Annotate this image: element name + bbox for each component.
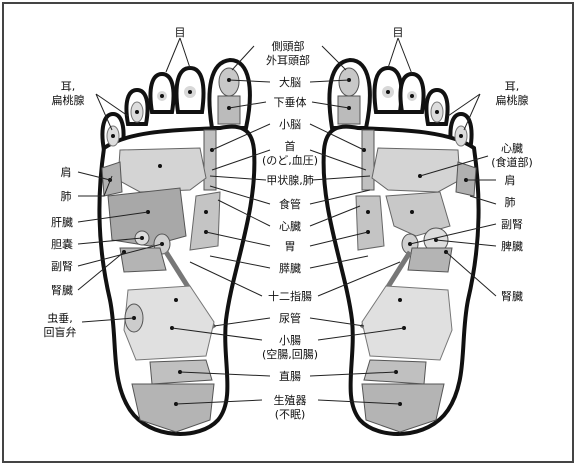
right-lung-zone xyxy=(372,148,460,192)
label-stomach: 胃 xyxy=(285,240,296,253)
label-right-heart-sub: (食道部) xyxy=(491,155,533,169)
label-duodenum: 十二指腸 xyxy=(268,289,312,303)
label-cerebellum: 小脳 xyxy=(279,118,301,131)
label-right-heart: 心臓 xyxy=(501,142,523,155)
label-right-kidney: 腎臓 xyxy=(501,290,523,303)
right-stomach-zone xyxy=(356,196,384,250)
left-neck-zone xyxy=(204,130,216,190)
label-left-adrenal: 副腎 xyxy=(51,260,73,273)
label-top-line1: 側頭部 xyxy=(272,39,305,53)
label-small-intestine: 小腸 xyxy=(279,334,301,347)
label-right-lung: 肺 xyxy=(505,196,516,209)
label-eye-left: 目 xyxy=(175,26,186,39)
label-genitals-sub: (不眠) xyxy=(275,408,306,421)
left-kidney-zone xyxy=(120,248,166,272)
label-neck-sub: (のど,血圧) xyxy=(262,153,318,167)
left-lung-zone xyxy=(118,148,206,192)
label-left-kidney: 腎臓 xyxy=(51,284,73,297)
label-top-line2: 外耳頭部 xyxy=(266,53,310,67)
label-neck: 首 xyxy=(285,139,296,153)
label-eye-right: 目 xyxy=(393,26,404,39)
label-right-shoulder: 肩 xyxy=(505,173,516,187)
label-ear-left-1: 耳, xyxy=(61,80,76,93)
label-ear-right-1: 耳, xyxy=(505,80,520,93)
label-pituitary: 下垂体 xyxy=(274,95,307,109)
right-neck-zone xyxy=(362,130,374,190)
label-rectum: 直腸 xyxy=(279,369,301,383)
label-ear-right-2: 扁桃腺 xyxy=(496,93,529,107)
label-esophagus: 食管 xyxy=(279,197,301,211)
label-genitals: 生殖器 xyxy=(274,393,307,407)
label-left-appendix: 虫垂, xyxy=(47,312,73,325)
label-left-shoulder: 肩 xyxy=(61,165,72,179)
label-left-ileocecal: 回盲弁 xyxy=(44,325,77,339)
label-pancreas: 膵臓 xyxy=(279,262,301,275)
label-right-adrenal: 副腎 xyxy=(501,218,523,231)
label-ear-left-2: 扁桃腺 xyxy=(52,93,85,107)
label-left-gallbladder: 胆嚢 xyxy=(51,237,73,251)
label-cerebrum: 大脳 xyxy=(279,75,301,89)
label-ureter: 尿管 xyxy=(279,311,301,325)
label-thyroid: 甲状腺,肺 xyxy=(266,173,314,187)
label-small-intestine-sub: (空腸,回腸) xyxy=(262,347,318,361)
label-right-spleen: 脾臓 xyxy=(501,239,523,253)
label-left-liver: 肝臓 xyxy=(51,216,73,229)
label-heart-center: 心臓 xyxy=(279,220,301,233)
label-left-lung: 肺 xyxy=(61,190,72,203)
